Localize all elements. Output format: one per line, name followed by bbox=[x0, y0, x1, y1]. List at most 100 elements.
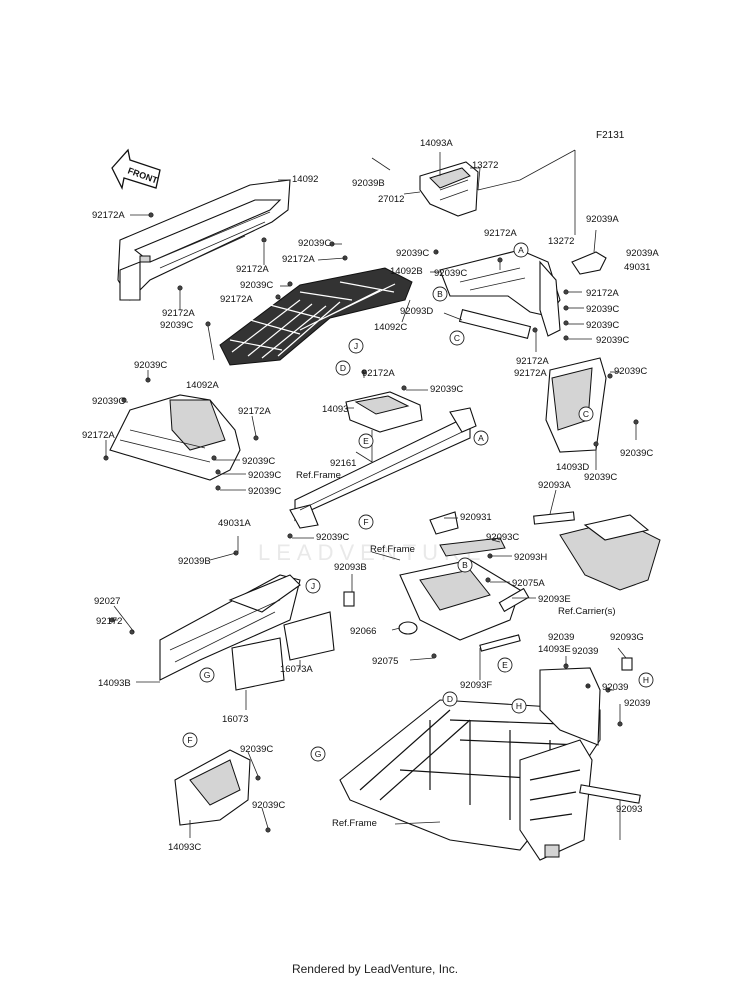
callout-j: J bbox=[348, 338, 364, 354]
ref-label: Ref.Frame bbox=[296, 470, 341, 481]
svg-text:D: D bbox=[340, 363, 346, 373]
part-label: 92172A bbox=[220, 294, 253, 305]
callout-d: D bbox=[335, 360, 351, 376]
part-label: 92039C bbox=[434, 268, 467, 279]
ref-label: Ref.Frame bbox=[332, 818, 377, 829]
part-label: 92039C bbox=[316, 532, 349, 543]
callout-a-2: A bbox=[473, 430, 489, 446]
callout-j-2: J bbox=[305, 578, 321, 594]
part-label: 14092C bbox=[374, 322, 407, 333]
part-label: 14093 bbox=[322, 404, 348, 415]
part-14093c-panel bbox=[174, 749, 251, 826]
svg-text:E: E bbox=[502, 660, 508, 670]
part-labels: 14092 92172A 92172A 92172A 92039C 14093A… bbox=[82, 138, 659, 853]
callout-c: C bbox=[449, 330, 465, 346]
carrier-reference bbox=[559, 514, 661, 591]
svg-text:E: E bbox=[363, 436, 369, 446]
part-label: 92039 bbox=[624, 698, 650, 709]
reference-labels: Ref.Frame Ref.Frame Ref.Carrier(s) Ref.F… bbox=[296, 470, 616, 829]
part-label: 92172A bbox=[516, 356, 549, 367]
part-92093-strip bbox=[579, 784, 641, 804]
ref-label: Ref.Carrier(s) bbox=[558, 606, 616, 617]
part-14093e-panel bbox=[539, 667, 601, 746]
part-14093a-bracket bbox=[419, 161, 479, 217]
callout-b: B bbox=[432, 286, 448, 302]
part-label: 92039B bbox=[352, 178, 385, 189]
part-label: 92093F bbox=[460, 680, 492, 691]
part-label: 92039C bbox=[248, 486, 281, 497]
part-label: 92075 bbox=[372, 656, 398, 667]
frame-cross-member bbox=[289, 407, 477, 529]
part-label: 92039 bbox=[572, 646, 598, 657]
part-label: 92172A bbox=[162, 308, 195, 319]
svg-text:C: C bbox=[454, 333, 460, 343]
part-92093d-strip bbox=[458, 309, 532, 339]
part-label: 92093 bbox=[616, 804, 642, 815]
callout-g: G bbox=[199, 667, 215, 683]
part-label: 92039C bbox=[160, 320, 193, 331]
leader-lines bbox=[105, 149, 637, 840]
part-label: 49031 bbox=[624, 262, 650, 273]
part-label: 13272 bbox=[472, 160, 498, 171]
part-label: 92039A bbox=[586, 214, 619, 225]
part-label: 92172 bbox=[96, 616, 122, 627]
ref-label: Ref.Frame bbox=[370, 544, 415, 555]
part-label: 92039C bbox=[252, 800, 285, 811]
callout-a: A bbox=[513, 242, 529, 258]
part-label: 92172A bbox=[362, 368, 395, 379]
part-label: 92093C bbox=[486, 532, 519, 543]
part-label: 92039C bbox=[614, 366, 647, 377]
part-14092c-mesh-floor bbox=[219, 267, 413, 366]
part-label: 92075A bbox=[512, 578, 545, 589]
footer-credit: Rendered by LeadVenture, Inc. bbox=[291, 962, 459, 976]
part-14093b-panel bbox=[159, 574, 301, 681]
part-label: 92172A bbox=[484, 228, 517, 239]
part-label: 92172A bbox=[82, 430, 115, 441]
part-label: 92172A bbox=[92, 210, 125, 221]
callout-e: E bbox=[358, 433, 374, 449]
part-label: 13272 bbox=[548, 236, 574, 247]
main-frame bbox=[339, 699, 601, 861]
part-label: 92039C bbox=[134, 360, 167, 371]
svg-text:H: H bbox=[643, 675, 649, 685]
part-label: 92093A bbox=[538, 480, 571, 491]
part-label: 92172A bbox=[586, 288, 619, 299]
part-label: 92093D bbox=[400, 306, 433, 317]
svg-text:A: A bbox=[518, 245, 524, 255]
callout-h-2: H bbox=[638, 672, 654, 688]
svg-text:F: F bbox=[187, 735, 192, 745]
part-14092b-bracket bbox=[439, 249, 561, 337]
part-92093b-clip bbox=[343, 591, 355, 607]
svg-text:D: D bbox=[447, 694, 453, 704]
part-label: 92093G bbox=[610, 632, 644, 643]
part-label: 92172A bbox=[236, 264, 269, 275]
part-label: 92039C bbox=[586, 320, 619, 331]
part-label: 92039C bbox=[584, 472, 617, 483]
part-label: 92039C bbox=[430, 384, 463, 395]
part-49031-clip bbox=[571, 251, 607, 275]
callout-c-2: C bbox=[578, 406, 594, 422]
part-label: 92066 bbox=[350, 626, 376, 637]
svg-text:H: H bbox=[516, 701, 522, 711]
part-label: 92039C bbox=[298, 238, 331, 249]
part-label: 92093E bbox=[538, 594, 571, 605]
part-label: 14093C bbox=[168, 842, 201, 853]
part-label: 27012 bbox=[378, 194, 404, 205]
callout-f: F bbox=[358, 514, 374, 530]
svg-text:G: G bbox=[204, 670, 211, 680]
part-14093d-panel bbox=[545, 357, 607, 453]
part-label: 92039C bbox=[240, 744, 273, 755]
svg-text:A: A bbox=[478, 433, 484, 443]
part-label: 92039C bbox=[586, 304, 619, 315]
part-16073-plate bbox=[231, 637, 285, 691]
part-16073a-plate bbox=[283, 611, 335, 661]
part-label: 14093A bbox=[420, 138, 453, 149]
diagram-code: F2131 bbox=[596, 130, 625, 141]
part-label: 14093E bbox=[538, 644, 571, 655]
svg-text:F: F bbox=[363, 517, 368, 527]
part-label: 92093B bbox=[334, 562, 367, 573]
part-92093a-strip bbox=[533, 511, 575, 525]
callout-h: H bbox=[511, 698, 527, 714]
callout-g-2: G bbox=[310, 746, 326, 762]
